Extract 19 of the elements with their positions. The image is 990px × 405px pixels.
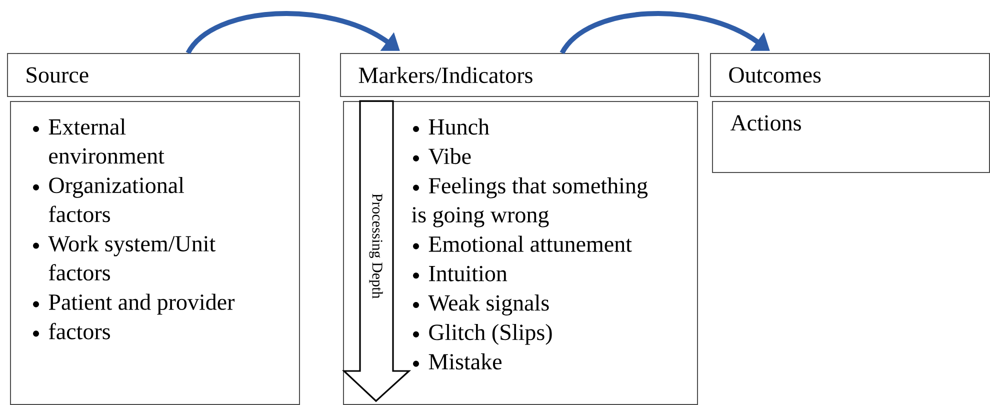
bullet-item: Emotional attunement [413,236,632,252]
bullet-item: Hunch [413,118,490,135]
header-box: Markers/Indicators [340,53,699,97]
bullet-item: Glitch (Slips) [413,324,552,345]
bullet-item: Feelings that something is going wrong [412,177,648,228]
bullet-item: Work system/Unit factors [33,235,216,281]
bullet-item: Intuition [413,266,508,282]
bullet-item: Mistake [413,353,502,370]
bullet-item: External environment [33,118,164,164]
bullet-item: Patient and provider [33,294,235,315]
header-box: Source [7,53,300,97]
bullet-item: Vibe [413,148,471,164]
list-box [343,101,698,405]
bullet-item: Weak signals [413,294,549,316]
bullet-item: factors [33,322,110,340]
outcome-box: Actions [712,101,990,173]
bullet-item: Organizational factors [33,176,184,222]
list-box [10,101,300,405]
header-box: Outcomes [710,53,990,97]
